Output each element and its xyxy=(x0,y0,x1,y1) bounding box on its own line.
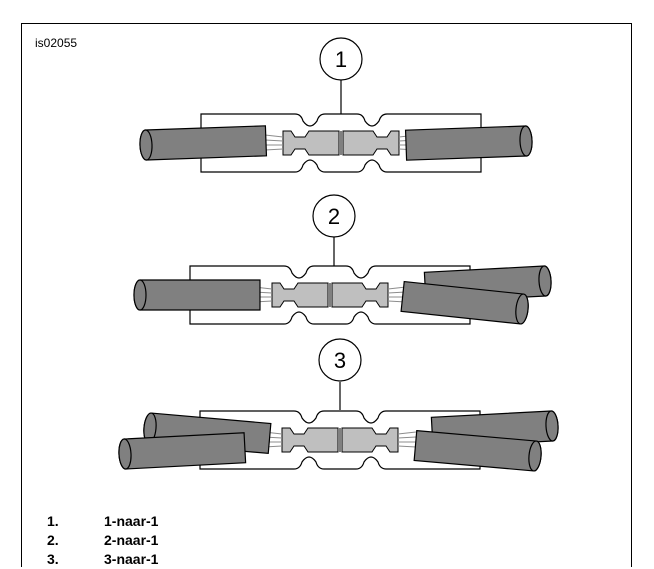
callout-number-3: 3 xyxy=(334,348,346,373)
splice-2-to-1: 2 xyxy=(133,194,553,326)
legend-text: 2-naar-1 xyxy=(104,532,159,548)
callout-number-2: 2 xyxy=(328,204,340,229)
legend-number: 2. xyxy=(47,532,59,548)
callout-circle-1 xyxy=(319,37,363,81)
splice-3-to-1: 3 xyxy=(117,338,560,473)
legend-number: 1. xyxy=(47,513,59,529)
callout-circle-3 xyxy=(318,338,362,382)
figure-id: is02055 xyxy=(35,36,78,50)
callout-circle-2 xyxy=(312,194,356,238)
splice-1-to-1: 1 xyxy=(138,37,534,173)
legend-text: 3-naar-1 xyxy=(104,551,159,567)
callout-number-1: 1 xyxy=(335,47,347,72)
legend-number: 3. xyxy=(47,551,59,567)
legend-text: 1-naar-1 xyxy=(104,513,159,529)
